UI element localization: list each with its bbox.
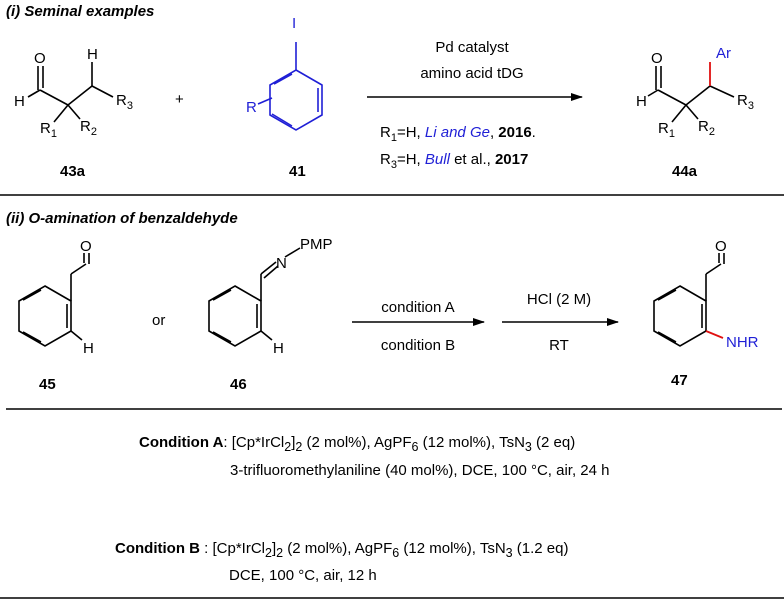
atom-H: H bbox=[87, 46, 98, 63]
group-PMP: PMP bbox=[300, 236, 333, 253]
group-R1: R1 bbox=[40, 120, 57, 140]
compound-label-45: 45 bbox=[39, 376, 56, 393]
atom-N: N bbox=[276, 255, 287, 272]
or-text: or bbox=[152, 312, 165, 329]
condition-a-line1: Condition A: [Cp*IrCl2]2 (2 mol%), AgPF6… bbox=[139, 434, 576, 454]
hydrolysis-reagent: HCl (2 M) bbox=[527, 291, 591, 308]
atom-H: H bbox=[83, 340, 94, 357]
hydrolysis-condition: RT bbox=[549, 337, 569, 354]
compound-label-47: 47 bbox=[671, 372, 688, 389]
condition-a-line2: 3-trifluoromethylaniline (40 mol%), DCE,… bbox=[230, 462, 610, 479]
compound-47 bbox=[653, 253, 725, 347]
atom-O: O bbox=[651, 50, 663, 67]
reference-bull: R3=H, Bull et al., 2017 bbox=[380, 151, 528, 171]
reference-li-ge: R1=H, Li and Ge, 2016. bbox=[380, 124, 536, 144]
group-NHR: NHR bbox=[726, 334, 759, 351]
group-R2: R2 bbox=[80, 118, 97, 138]
atom-H: H bbox=[636, 93, 647, 110]
group-Ar: Ar bbox=[716, 45, 731, 62]
arrow-reagent-1: Pd catalyst bbox=[435, 39, 509, 56]
group-R3: R3 bbox=[116, 92, 133, 112]
group-R: R bbox=[246, 99, 257, 116]
compound-43a bbox=[27, 62, 114, 123]
section2-title: (ii) O-amination of benzaldehyde bbox=[6, 210, 238, 227]
condition-b-line1: Condition B : [Cp*IrCl2]2 (2 mol%), AgPF… bbox=[115, 540, 569, 560]
group-R2: R2 bbox=[698, 118, 715, 138]
group-R3: R3 bbox=[737, 92, 754, 112]
atom-I: I bbox=[292, 15, 296, 32]
atom-H: H bbox=[14, 93, 25, 110]
compound-label-41: 41 bbox=[289, 163, 306, 180]
compound-label-46: 46 bbox=[230, 376, 247, 393]
compound-label-43a: 43a bbox=[60, 163, 86, 180]
atom-O: O bbox=[715, 238, 727, 255]
compound-41 bbox=[257, 42, 323, 131]
condition-a-label: condition A bbox=[381, 299, 454, 316]
plus-sign: + bbox=[175, 91, 184, 108]
atom-O: O bbox=[80, 238, 92, 255]
atom-O: O bbox=[34, 50, 46, 67]
compound-46 bbox=[208, 247, 301, 347]
condition-b-label: condition B bbox=[381, 337, 455, 354]
compound-45 bbox=[18, 253, 90, 347]
atom-H: H bbox=[273, 340, 284, 357]
group-R1: R1 bbox=[658, 120, 675, 140]
compound-label-44a: 44a bbox=[672, 163, 698, 180]
compound-44a bbox=[647, 66, 735, 123]
condition-b-line2: DCE, 100 °C, air, 12 h bbox=[229, 567, 377, 584]
section1-title: (i) Seminal examples bbox=[6, 3, 154, 20]
new-c-n-bond bbox=[705, 330, 724, 339]
arrow-reagent-2: amino acid tDG bbox=[420, 65, 523, 82]
